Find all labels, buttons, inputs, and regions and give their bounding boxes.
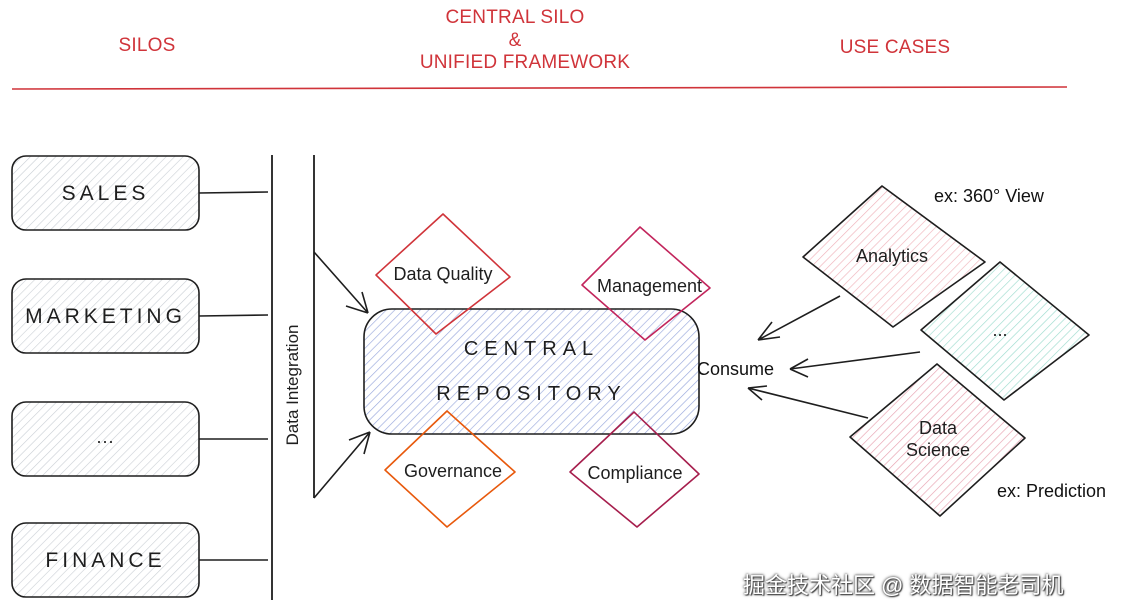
silo-connector: [198, 191, 269, 194]
watermark-text: 掘金技术社区 @ 数据智能老司机: [743, 573, 1064, 598]
silo-connector: [198, 314, 269, 317]
silo-label-other: ...: [96, 427, 115, 447]
integration-arrow-bottom: [313, 431, 371, 499]
consume-label: Consume: [697, 359, 775, 379]
compliance-diamond: [569, 411, 700, 528]
other-use-case-diamond: [920, 261, 1090, 401]
central-repository-line2: REPOSITORY: [436, 383, 627, 405]
central-header-line2: UNIFIED FRAMEWORK: [419, 52, 631, 73]
analytics-example-note: ex: 360° View: [934, 186, 1044, 206]
central-header-amp: &: [508, 30, 522, 51]
header-divider: [11, 86, 1068, 90]
silos-header: SILOS: [118, 35, 176, 56]
data-science-label-line2: Science: [905, 440, 971, 460]
silo-label-finance: FINANCE: [45, 549, 166, 572]
data-quality-label: Data Quality: [393, 264, 493, 284]
data-quality-diamond: [375, 213, 511, 335]
consume-arrow-other: [789, 351, 921, 378]
use-cases-header: USE CASES: [839, 37, 951, 58]
governance-diamond: [384, 410, 516, 528]
management-diamond: [581, 226, 711, 341]
analytics-diamond: [802, 185, 986, 328]
central-repository-line1: CENTRAL: [463, 338, 600, 360]
silo-label-sales: SALES: [61, 182, 150, 205]
silo-label-marketing: MARKETING: [25, 305, 186, 328]
data-science-example-note: ex: Prediction: [997, 481, 1107, 501]
analytics-label: Analytics: [855, 246, 929, 266]
central-header-line1: CENTRAL SILO: [445, 7, 585, 28]
governance-label: Governance: [403, 461, 503, 481]
data-science-diamond: [849, 363, 1026, 517]
other-use-case-label: ...: [992, 320, 1008, 340]
central-repository-box: [363, 308, 700, 435]
management-label: Management: [596, 276, 703, 296]
data-science-label-line1: Data: [918, 418, 958, 438]
consume-arrow-analytics: [757, 295, 841, 341]
data-integration-label: Data Integration: [283, 324, 302, 446]
compliance-label: Compliance: [587, 463, 683, 483]
integration-arrow-top: [313, 251, 369, 314]
consume-arrow-data-science: [747, 385, 869, 419]
